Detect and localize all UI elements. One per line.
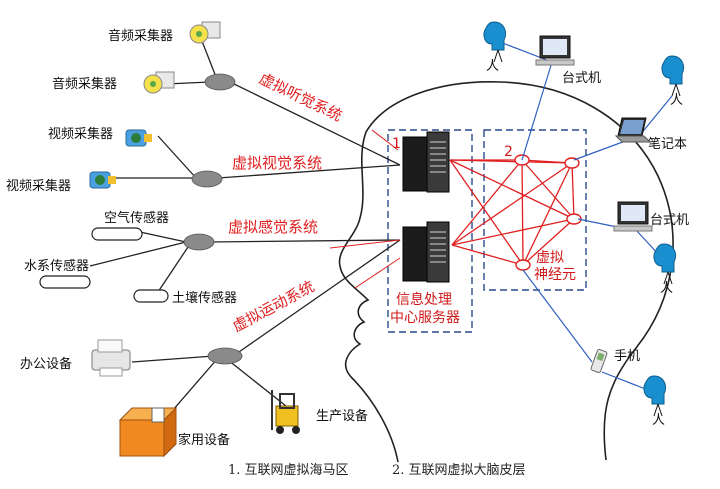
home-appliance-icon	[118, 406, 178, 458]
neuron-node	[515, 259, 531, 271]
caption-cortex: 2. 互联网虚拟大脑皮层	[392, 463, 526, 478]
neuron-node	[566, 213, 582, 225]
label-air-sensor: 空气传感器	[104, 210, 169, 226]
server-tower-1	[402, 131, 450, 193]
hub-motion	[207, 347, 243, 365]
server-tower-2	[402, 221, 450, 283]
label-soil-sensor: 土壤传感器	[172, 290, 237, 306]
label-desktop-2: 台式机	[650, 213, 689, 228]
label-virtual-sensing-system: 虚拟感觉系统	[228, 218, 318, 236]
region-box-cortex	[483, 129, 587, 291]
label-home-equipment: 家用设备	[178, 432, 230, 448]
desktop-computer-icon	[613, 201, 653, 232]
label-audio-collector-1: 音频采集器	[108, 28, 173, 44]
video-camera-icon	[125, 129, 152, 147]
neuron-links	[449, 159, 575, 266]
person-icon	[661, 55, 685, 97]
label-laptop: 笔记本	[648, 136, 687, 152]
label-person-1: 人	[486, 59, 499, 74]
person-icon	[483, 21, 507, 63]
video-camera-icon	[89, 171, 116, 189]
neuron-nodes	[514, 154, 582, 271]
device-links	[499, 41, 673, 391]
sensor-box-air	[91, 227, 143, 241]
label-person-4: 人	[652, 413, 665, 428]
person-icon	[643, 375, 667, 417]
label-production-equipment: 生产设备	[316, 408, 368, 424]
label-desktop-1: 台式机	[562, 71, 601, 86]
hubs	[183, 73, 243, 365]
label-audio-collector-2: 音频采集器	[52, 76, 117, 92]
label-person-3: 人	[660, 281, 673, 296]
sensor-box-water	[39, 275, 91, 289]
hub-sensing	[183, 233, 215, 251]
label-water-sensor: 水系传感器	[24, 258, 89, 274]
label-person-2: 人	[670, 93, 683, 108]
audio-collector-icon	[189, 21, 221, 44]
printer-icon	[91, 339, 131, 377]
hub-hearing	[204, 73, 236, 91]
laptop-icon	[614, 117, 652, 143]
mobile-phone-icon	[590, 349, 608, 373]
forklift-icon	[271, 390, 300, 434]
region-number-1: 1	[392, 136, 401, 152]
person-icon	[653, 243, 677, 285]
neuron-label-line2: 神经元	[534, 267, 576, 283]
hub-vision	[191, 170, 223, 188]
label-office-equipment: 办公设备	[20, 356, 72, 372]
region-number-2: 2	[504, 144, 513, 160]
neuron-label-line1: 虚拟	[536, 250, 564, 266]
label-video-collector-2: 视频采集器	[6, 178, 71, 194]
desktop-computer-icon	[535, 35, 575, 66]
system-pointers	[329, 129, 401, 289]
sensor-box-soil	[133, 289, 169, 303]
server-label-line1: 信息处理	[396, 291, 452, 308]
label-virtual-vision-system: 虚拟视觉系统	[232, 154, 322, 172]
label-video-collector-1: 视频采集器	[48, 126, 113, 142]
label-phone: 手机	[614, 349, 640, 364]
source-links	[89, 35, 401, 419]
server-label-line2: 中心服务器	[390, 310, 460, 326]
neuron-node	[564, 157, 580, 169]
audio-collector-icon	[143, 71, 175, 94]
caption-hippocampus: 1. 互联网虚拟海马区	[228, 463, 349, 478]
